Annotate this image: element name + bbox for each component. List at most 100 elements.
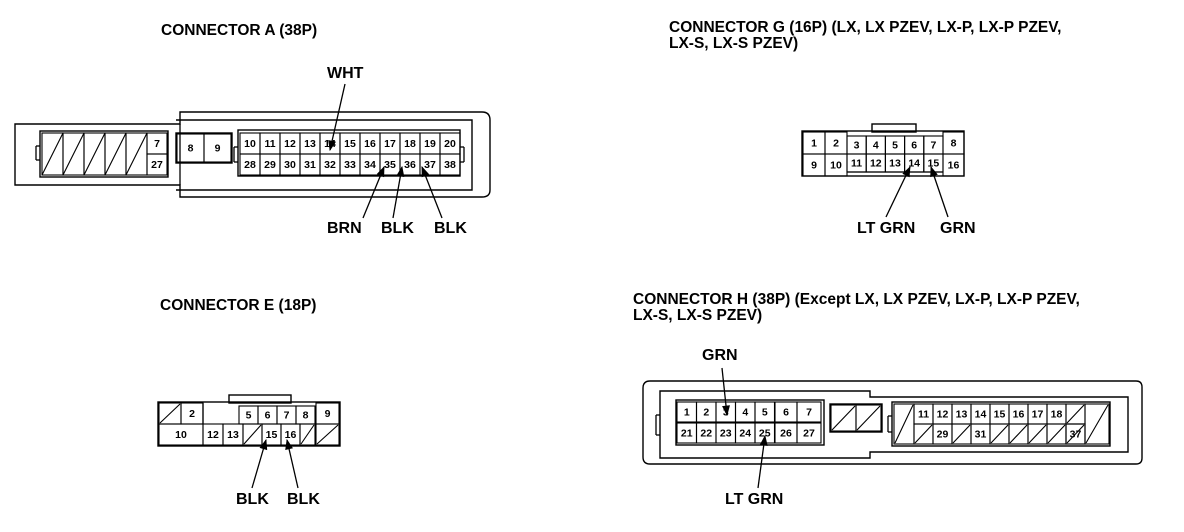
pin-label: 13 bbox=[889, 158, 901, 170]
connector-g-title-line1: CONNECTOR G (16P) (LX, LX PZEV, LX-P, LX… bbox=[669, 19, 1062, 36]
pin-label: 15 bbox=[344, 138, 356, 150]
pin-label: 33 bbox=[344, 159, 356, 171]
connector-g-title-line2: LX-S, LX-S PZEV) bbox=[669, 35, 799, 52]
connector-h-title-line1: CONNECTOR H (38P) (Except LX, LX PZEV, L… bbox=[633, 291, 1080, 308]
pin-label: 15 bbox=[994, 409, 1006, 421]
pin-label: 13 bbox=[227, 429, 239, 441]
connector-h-title-line2: LX-S, LX-S PZEV) bbox=[633, 307, 763, 324]
connector-e-body bbox=[157, 401, 341, 447]
connector-h-inner bbox=[659, 390, 1129, 459]
pin-blank-slash bbox=[41, 132, 64, 176]
pin-label: 11 bbox=[264, 138, 275, 150]
leader-e-blk-16-head bbox=[285, 438, 293, 451]
pin-label: 7 bbox=[930, 140, 936, 152]
connector-h: 1234521222324256726271112131415161718293… bbox=[642, 380, 1143, 465]
pin-blank-slash bbox=[159, 403, 181, 424]
pin-label: 8 bbox=[188, 143, 194, 155]
pin-label: 29 bbox=[937, 429, 949, 441]
pin-label: 26 bbox=[780, 428, 792, 440]
pin-label: 12 bbox=[207, 429, 219, 441]
pin-label: 12 bbox=[870, 158, 882, 170]
connector-a: 7278910111213141516171819202829303132333… bbox=[14, 111, 491, 198]
pin-label: 31 bbox=[304, 159, 316, 171]
pin-label: 18 bbox=[1051, 409, 1063, 421]
wire-label-lt-grn-h: LT GRN bbox=[725, 491, 784, 508]
pin-blank-slash bbox=[83, 132, 106, 176]
pin-label: 13 bbox=[304, 138, 316, 150]
pin-blank-slash bbox=[1066, 424, 1085, 444]
pin-label: 21 bbox=[681, 428, 693, 440]
wire-label-blk-36: BLK bbox=[381, 220, 414, 237]
pin-cell bbox=[299, 423, 316, 446]
pin-blank-slash bbox=[894, 404, 914, 444]
leader-h-lt-grn-head bbox=[759, 434, 768, 446]
connector-a-block-89 bbox=[175, 132, 233, 164]
connector-h-right-block bbox=[891, 401, 1111, 447]
leader-a-blk-37-head bbox=[421, 165, 430, 178]
pin-label: 23 bbox=[720, 428, 732, 440]
pin-label: 7 bbox=[154, 138, 160, 150]
pin-label: 7 bbox=[284, 410, 290, 422]
pin-cell bbox=[942, 153, 965, 177]
leader-a-brn-head bbox=[376, 165, 385, 178]
pin-cell bbox=[203, 133, 232, 163]
wire-label-blk-37: BLK bbox=[434, 220, 467, 237]
wire-leaders bbox=[251, 83, 949, 489]
pin-blank-slash bbox=[316, 424, 339, 445]
wire-label-wht: WHT bbox=[327, 65, 364, 82]
pin-label: 37 bbox=[1070, 429, 1082, 441]
pin-label: 2 bbox=[703, 407, 709, 419]
pin-label: 10 bbox=[244, 138, 256, 150]
pin-blank-slash bbox=[990, 424, 1009, 444]
pin-label: 12 bbox=[284, 138, 296, 150]
pin-blank-slash bbox=[125, 132, 148, 176]
pin-blank-slash bbox=[831, 405, 856, 431]
pin-label: 24 bbox=[739, 428, 751, 440]
pin-label: 22 bbox=[700, 428, 712, 440]
pin-label: 16 bbox=[948, 160, 960, 172]
pin-blank-slash bbox=[856, 405, 881, 431]
pin-label: 7 bbox=[806, 407, 812, 419]
connector-a-title: CONNECTOR A (38P) bbox=[161, 22, 318, 39]
connector-e-latch bbox=[228, 394, 292, 404]
pin-blank-slash bbox=[1009, 424, 1028, 444]
leader-g-grn-head bbox=[930, 165, 938, 178]
pin-label: 31 bbox=[975, 429, 987, 441]
pin-label: 4 bbox=[873, 140, 879, 152]
pin-label: 2 bbox=[189, 408, 195, 420]
pin-label: 15 bbox=[928, 158, 940, 170]
wire-label-blk-16: BLK bbox=[287, 491, 320, 508]
pin-blank-slash bbox=[104, 132, 127, 176]
pin-label: 30 bbox=[284, 159, 296, 171]
pin-label: 14 bbox=[908, 158, 920, 170]
pin-label: 32 bbox=[324, 159, 336, 171]
wire-label-brn: BRN bbox=[327, 220, 362, 237]
pin-label: 16 bbox=[1013, 409, 1025, 421]
wire-label-grn-h: GRN bbox=[702, 347, 738, 364]
pin-label: 27 bbox=[151, 159, 163, 171]
wire-label-blk-15: BLK bbox=[236, 491, 269, 508]
pin-label: 16 bbox=[364, 138, 376, 150]
pin-label: 3 bbox=[854, 140, 860, 152]
pin-blank-slash bbox=[300, 424, 315, 445]
pin-cell bbox=[1084, 403, 1110, 445]
pin-label: 8 bbox=[303, 410, 309, 422]
pin-label: 6 bbox=[265, 410, 271, 422]
pin-cell bbox=[855, 404, 882, 432]
pin-cell bbox=[146, 153, 168, 176]
pin-label: 16 bbox=[285, 429, 297, 441]
leader-g-lt-grn-head bbox=[902, 165, 911, 178]
leader-h-grn-head bbox=[722, 405, 730, 417]
wire-label-grn-g: GRN bbox=[940, 220, 976, 237]
pin-label: 29 bbox=[264, 159, 276, 171]
connector-h-body bbox=[642, 380, 1143, 465]
pin-label: 2 bbox=[833, 138, 839, 150]
connector-a-left-block bbox=[39, 130, 169, 178]
connector-h-left-block bbox=[675, 399, 825, 446]
pin-cell bbox=[796, 422, 822, 444]
pin-label: 25 bbox=[759, 428, 771, 440]
pin-label: 37 bbox=[424, 159, 436, 171]
pin-cell bbox=[439, 153, 461, 176]
pin-label: 14 bbox=[975, 409, 987, 421]
